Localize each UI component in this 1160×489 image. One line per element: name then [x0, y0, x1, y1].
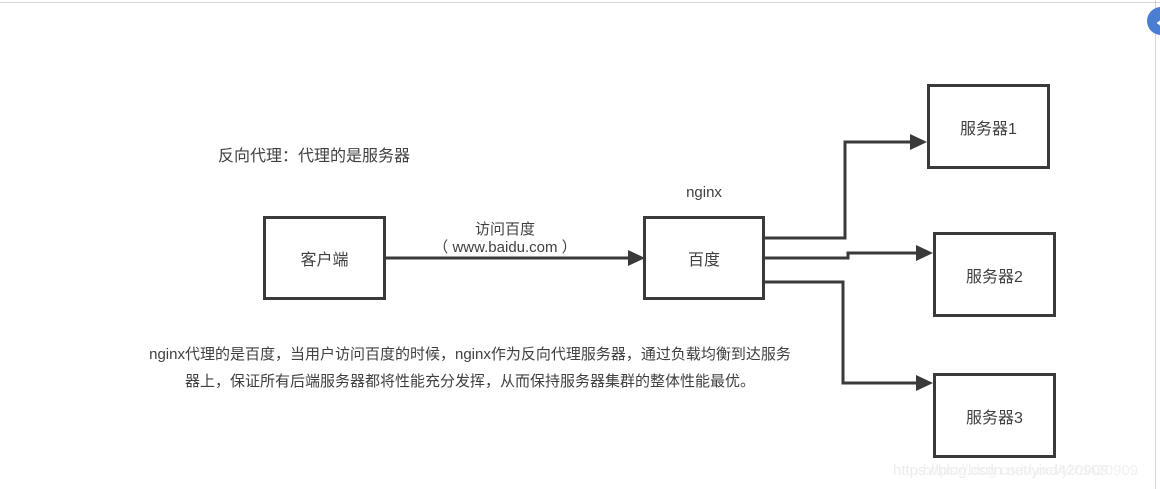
arrowhead-to-server1	[910, 134, 927, 150]
edge-label-line1: 访问百度	[474, 221, 535, 238]
floating-action-button[interactable]	[1147, 7, 1160, 35]
client-node: 客户端	[263, 216, 386, 300]
arrowhead-to-server3	[916, 375, 933, 391]
description-line1: nginx代理的是百度，当用户访问百度的时候，nginx作为反向代理服务器，通过…	[149, 346, 791, 363]
server2-node: 服务器2	[933, 232, 1056, 317]
proxy-node-label: 百度	[687, 252, 720, 269]
client-node-label: 客户端	[300, 252, 349, 269]
edge-proxy-to-server1	[765, 140, 912, 240]
nginx-label: nginx	[686, 184, 722, 201]
arrowhead-to-server2	[916, 245, 933, 261]
server3-node-label: 服务器3	[966, 409, 1023, 427]
top-divider	[0, 2, 1160, 3]
server1-node-label: 服务器1	[960, 120, 1017, 138]
edge-label-line2: （ www.baidu.com ）	[433, 239, 577, 256]
server1-node: 服务器1	[927, 84, 1050, 169]
description-line2: 器上，保证所有后端服务器都将性能充分发挥，从而保持服务器集群的整体性能最优。	[184, 373, 755, 390]
description-text: nginx代理的是百度，当用户访问百度的时候，nginx作为反向代理服务器，通过…	[110, 341, 830, 395]
server2-node-label: 服务器2	[966, 268, 1023, 286]
return-arrow-icon	[1154, 14, 1160, 28]
arrowhead-to-proxy	[628, 250, 645, 266]
proxy-node: 百度	[643, 216, 765, 300]
diagram-title: 反向代理：代理的是服务器	[218, 148, 411, 165]
edge-proxy-to-server2	[765, 251, 918, 260]
server3-node: 服务器3	[933, 373, 1056, 458]
right-page-border	[1155, 0, 1156, 489]
edge-label: 访问百度 （ www.baidu.com ）	[395, 221, 615, 257]
edge-proxy-to-server3	[765, 280, 918, 385]
